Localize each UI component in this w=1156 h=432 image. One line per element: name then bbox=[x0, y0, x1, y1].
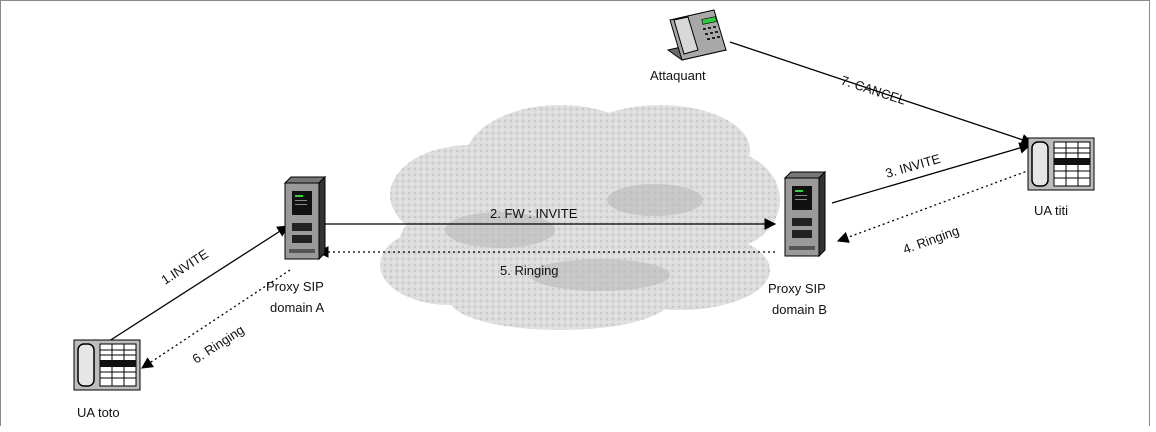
attacker-label: Attaquant bbox=[650, 68, 706, 83]
label-7-cancel: 7. CANCEL bbox=[839, 73, 908, 108]
network-cloud bbox=[380, 105, 780, 330]
label-3-invite: 3. INVITE bbox=[884, 151, 943, 181]
proxy-a-label-line2: domain A bbox=[270, 300, 325, 315]
proxy-b-server-icon bbox=[783, 170, 827, 258]
attacker-phone-icon bbox=[666, 9, 728, 61]
ua-titi-phone-icon bbox=[1027, 137, 1095, 191]
arrow-3-invite bbox=[831, 142, 1032, 204]
ua-toto-label: UA toto bbox=[77, 405, 120, 420]
proxy-b-label-line2: domain B bbox=[772, 302, 827, 317]
message-arrows bbox=[105, 41, 1034, 369]
ua-titi-label: UA titi bbox=[1034, 203, 1068, 218]
arrow-1-invite bbox=[105, 225, 289, 344]
proxy-b-label-line1: Proxy SIP bbox=[768, 281, 826, 296]
proxy-a-server-icon bbox=[283, 175, 327, 261]
label-4-ringing: 4. Ringing bbox=[901, 223, 961, 257]
label-5-ringing: 5. Ringing bbox=[500, 263, 559, 278]
ua-toto-phone-icon bbox=[73, 339, 141, 391]
label-1-invite: 1.INVITE bbox=[158, 246, 211, 287]
label-6-ringing: 6. Ringing bbox=[189, 322, 246, 366]
arrow-4-ringing bbox=[836, 169, 1031, 243]
arrow-7-cancel bbox=[729, 41, 1034, 146]
proxy-a-label-line1: Proxy SIP bbox=[266, 279, 324, 294]
label-2-fw-invite: 2. FW : INVITE bbox=[490, 206, 578, 221]
